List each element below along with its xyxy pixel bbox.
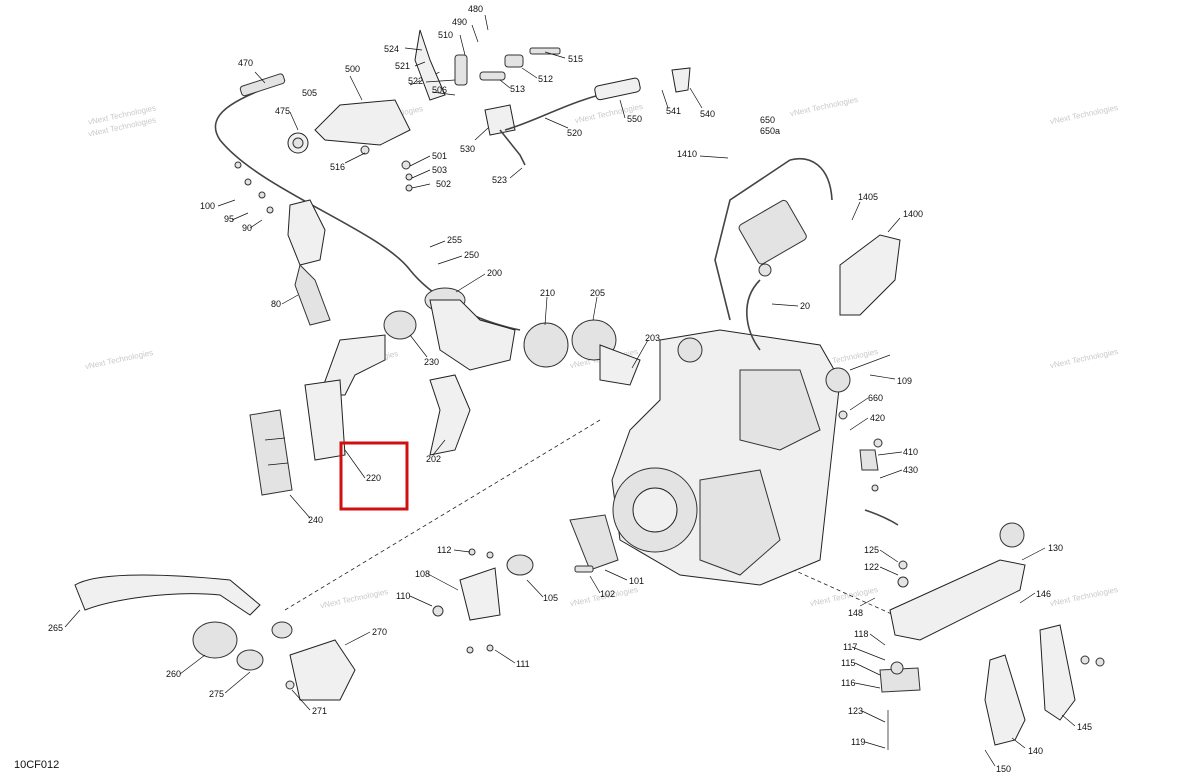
part-label: 540 bbox=[700, 109, 715, 119]
part-label: 109 bbox=[897, 376, 912, 386]
engine-mount-assembly bbox=[879, 522, 1105, 750]
part-label: 101 bbox=[629, 576, 644, 586]
part-label: 80 bbox=[271, 299, 281, 309]
part-label: 118 bbox=[854, 629, 868, 639]
throttle-cable-assembly bbox=[214, 29, 691, 331]
part-label: 265 bbox=[48, 623, 63, 633]
part-label: 500 bbox=[345, 64, 360, 74]
part-label: 148 bbox=[848, 608, 863, 618]
part-label: 420 bbox=[870, 413, 885, 423]
part-label: 240 bbox=[308, 515, 323, 525]
air-filter-assembly bbox=[249, 334, 386, 496]
part-label: 140 bbox=[1028, 746, 1043, 756]
part-label: 220 bbox=[366, 473, 381, 483]
part-label: 203 bbox=[645, 333, 660, 343]
part-label: 516 bbox=[330, 162, 345, 172]
air-intake-ducts bbox=[383, 287, 641, 456]
part-label: 530 bbox=[460, 144, 475, 154]
engine-assembly bbox=[506, 329, 851, 586]
part-label: 490 bbox=[452, 17, 467, 27]
part-label: 200 bbox=[487, 268, 502, 278]
accelerator-pedal bbox=[234, 161, 331, 326]
part-label: 550 bbox=[627, 114, 642, 124]
part-label: 230 bbox=[424, 357, 439, 367]
part-label: 650 bbox=[760, 115, 775, 125]
watermark: vNext Technologies bbox=[1049, 347, 1119, 370]
part-label: 430 bbox=[903, 465, 918, 475]
part-label: 521 bbox=[395, 61, 410, 71]
part-label: 112 bbox=[437, 545, 451, 555]
part-label: 100 bbox=[200, 201, 215, 211]
part-label: 513 bbox=[510, 84, 525, 94]
part-label: 145 bbox=[1077, 722, 1092, 732]
part-label: 515 bbox=[568, 54, 583, 64]
part-label: 205 bbox=[590, 288, 605, 298]
part-label: 108 bbox=[415, 569, 430, 579]
part-label: 122 bbox=[864, 562, 879, 572]
part-label: 270 bbox=[372, 627, 387, 637]
part-label: 506 bbox=[432, 85, 447, 95]
part-label: 512 bbox=[538, 74, 553, 84]
part-label: 210 bbox=[540, 288, 555, 298]
part-label: 660 bbox=[868, 393, 883, 403]
watermark: vNext Technologies bbox=[789, 95, 859, 118]
part-label: 410 bbox=[903, 447, 918, 457]
watermark: vNext Technologies bbox=[1049, 585, 1119, 608]
part-label: 260 bbox=[166, 669, 181, 679]
part-label: 520 bbox=[567, 128, 582, 138]
part-label: 95 bbox=[224, 214, 234, 224]
watermark: vNext Technologies bbox=[1049, 103, 1119, 126]
part-label: 502 bbox=[436, 179, 451, 189]
part-label: 523 bbox=[492, 175, 507, 185]
part-label: 522 bbox=[408, 76, 423, 86]
lower-bracket-assembly bbox=[432, 548, 594, 654]
part-label: 110 bbox=[396, 591, 410, 601]
part-label: 275 bbox=[209, 689, 224, 699]
part-label: 271 bbox=[312, 706, 327, 716]
part-label: 150 bbox=[996, 764, 1011, 774]
part-label: 20 bbox=[800, 301, 810, 311]
part-label: 505 bbox=[302, 88, 317, 98]
diagram-code: 10CF012 bbox=[14, 759, 59, 771]
part-label: 1400 bbox=[903, 209, 923, 219]
part-label: 123 bbox=[848, 706, 863, 716]
part-label: 470 bbox=[238, 58, 253, 68]
part-label: 510 bbox=[438, 30, 453, 40]
part-label: 116 bbox=[841, 678, 855, 688]
part-label: 115 bbox=[841, 658, 855, 668]
part-label: 503 bbox=[432, 165, 447, 175]
part-label: 90 bbox=[242, 223, 252, 233]
part-label: 255 bbox=[447, 235, 462, 245]
part-label: 125 bbox=[864, 545, 879, 555]
watermark: vNext Technologies bbox=[319, 587, 389, 610]
part-label: 130 bbox=[1048, 543, 1063, 553]
watermark: vNext Technologies bbox=[84, 348, 154, 371]
intake-tube-assembly bbox=[74, 574, 356, 701]
part-label: 111 bbox=[516, 659, 530, 669]
part-label: 102 bbox=[600, 589, 615, 599]
part-label: 105 bbox=[543, 593, 558, 603]
part-label: 146 bbox=[1036, 589, 1051, 599]
part-label: 1405 bbox=[858, 192, 878, 202]
part-label: 117 bbox=[843, 642, 857, 652]
part-label: 524 bbox=[384, 44, 399, 54]
part-labels: 470 505 475 500 524 521 510 490 480 515 … bbox=[48, 4, 1092, 774]
part-label: 202 bbox=[426, 454, 441, 464]
watermark: vNext Technologies bbox=[809, 585, 879, 608]
part-label: 541 bbox=[666, 106, 681, 116]
part-label: 501 bbox=[432, 151, 447, 161]
part-label: 480 bbox=[468, 4, 483, 14]
part-label: 1410 bbox=[677, 149, 697, 159]
highlight-box-220 bbox=[339, 441, 409, 511]
leader-lines bbox=[64, 14, 1076, 767]
small-hardware-right bbox=[838, 354, 899, 526]
ecu-and-harness bbox=[714, 158, 901, 351]
part-label: 650a bbox=[760, 126, 780, 136]
part-label: 250 bbox=[464, 250, 479, 260]
part-label: 119 bbox=[851, 737, 865, 747]
part-label: 475 bbox=[275, 106, 290, 116]
